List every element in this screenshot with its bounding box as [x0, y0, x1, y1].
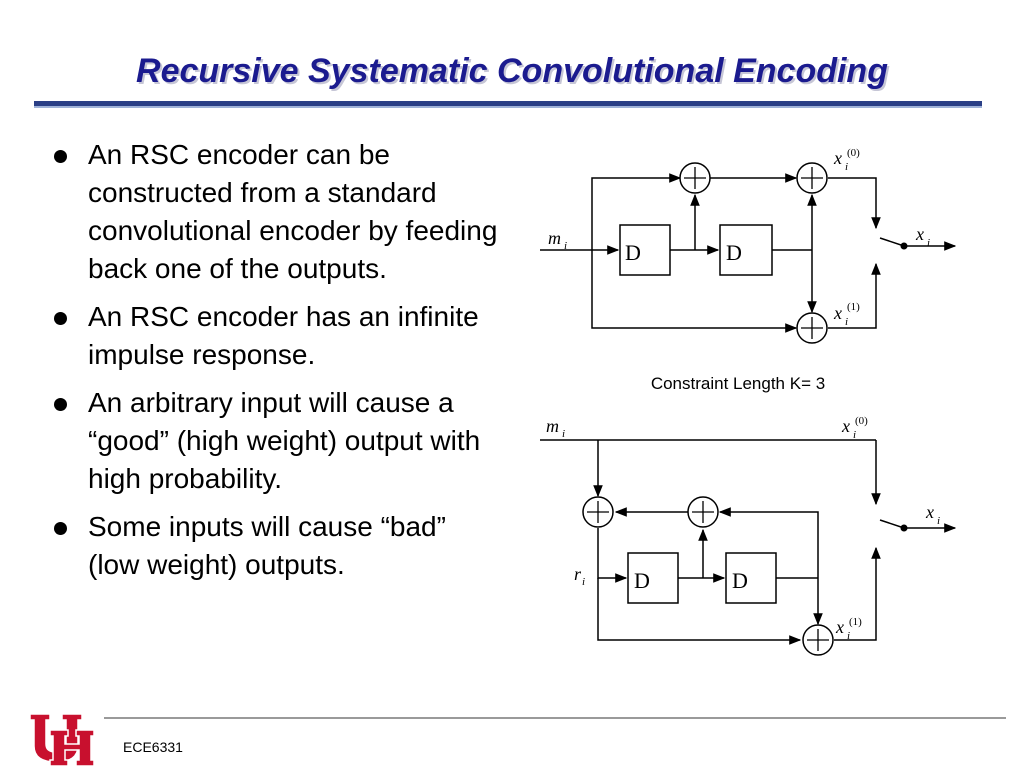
- out1-superscript: (1): [847, 301, 860, 313]
- input-label: m: [548, 228, 561, 248]
- delay-label: D: [732, 568, 748, 593]
- bottom-branch-line: [591, 250, 798, 333]
- switch-blade: [879, 519, 905, 529]
- delay-label: D: [625, 240, 641, 265]
- switch-pivot-icon: [900, 242, 908, 250]
- bullet-text: An RSC encoder can be constructed from a…: [88, 139, 498, 284]
- delay-label: D: [634, 568, 650, 593]
- switch-blade: [879, 237, 905, 247]
- out0-subscript: i: [845, 161, 848, 173]
- rsc-encoder-diagram-2: [540, 439, 957, 645]
- delay-box: [627, 552, 679, 604]
- bullet-list: An RSC encoder can be constructed from a…: [52, 136, 502, 594]
- input-label: m: [546, 416, 559, 436]
- switch-pivot-icon: [900, 524, 908, 532]
- switch-output-subscript: i: [927, 237, 930, 249]
- delay-label: D: [726, 240, 742, 265]
- input-subscript: i: [564, 240, 567, 252]
- out1-label: x: [835, 617, 844, 637]
- uh-logo-icon: UH: [29, 713, 95, 767]
- delay-box: [619, 224, 671, 276]
- out1-subscript: i: [845, 316, 848, 328]
- bullet-dot-icon: [54, 398, 67, 411]
- course-code: ECE6331: [123, 739, 183, 755]
- footer-rule: [104, 717, 1006, 719]
- switch-output-label: x: [915, 224, 924, 244]
- d2-feedback-line: [718, 507, 819, 578]
- out1-label: x: [833, 303, 842, 323]
- out1-superscript: (1): [849, 616, 862, 628]
- delay-box: [719, 224, 773, 276]
- title-rule: [34, 101, 982, 106]
- bullet-dot-icon: [54, 522, 67, 535]
- bullet-dot-icon: [54, 312, 67, 325]
- bullet-item: Some inputs will cause “bad” (low weight…: [52, 508, 502, 584]
- out1-line: [828, 262, 881, 329]
- bullet-item: An arbitrary input will cause a “good” (…: [52, 384, 502, 498]
- switch-output-label: x: [925, 502, 934, 522]
- feedback-path-line: [597, 528, 628, 583]
- bullet-item: An RSC encoder can be constructed from a…: [52, 136, 502, 288]
- title-rule-light: [34, 106, 982, 108]
- bullet-text: Some inputs will cause “bad” (low weight…: [88, 511, 446, 580]
- constraint-length-caption: Constraint Length K= 3: [651, 374, 825, 393]
- switch-output-subscript: i: [937, 515, 940, 527]
- feedback-subscript: i: [582, 576, 585, 588]
- top-branch-line: [591, 173, 682, 250]
- bullet-dot-icon: [54, 150, 67, 163]
- feedback-label: r: [574, 564, 582, 584]
- out0-label: x: [841, 416, 850, 436]
- bullet-text: An RSC encoder has an infinite impulse r…: [88, 301, 479, 370]
- bottom-branch-line: [597, 578, 802, 645]
- bullet-item: An RSC encoder has an infinite impulse r…: [52, 298, 502, 374]
- out0-superscript: (0): [855, 415, 868, 427]
- input-subscript: i: [562, 428, 565, 440]
- out0-subscript: i: [853, 429, 856, 441]
- out0-label: x: [833, 148, 842, 168]
- bullet-text: An arbitrary input will cause a “good” (…: [88, 387, 481, 494]
- delay-box: [725, 552, 777, 604]
- out1-line: [834, 546, 881, 641]
- out0-superscript: (0): [847, 147, 860, 159]
- page-title: Recursive Systematic Convolutional Encod…: [136, 52, 888, 90]
- out1-subscript: i: [847, 630, 850, 642]
- rsc-encoder-diagram-1: [540, 173, 957, 333]
- out0-line: [828, 177, 881, 230]
